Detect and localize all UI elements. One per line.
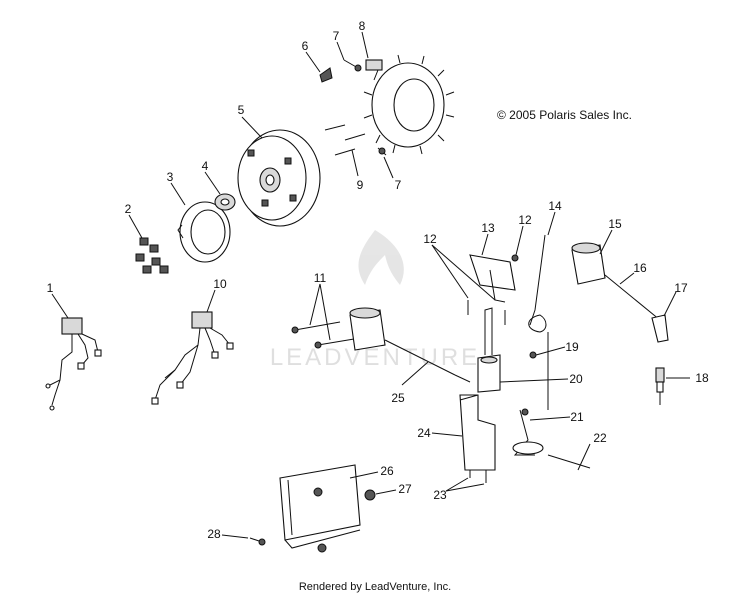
copyright-text: © 2005 Polaris Sales Inc. (497, 108, 632, 122)
callout-4: 4 (202, 159, 209, 173)
module-nut (364, 489, 376, 501)
callout-12-right: 12 (518, 213, 532, 227)
mounting-bracket (469, 254, 516, 303)
ignition-coil-left (349, 307, 471, 383)
leadventure-watermark: LEADVENTURE (270, 230, 480, 371)
callout-9: 9 (357, 178, 364, 192)
screw-upper (343, 59, 362, 72)
module-screw (249, 537, 266, 546)
callout-23: 23 (433, 488, 447, 502)
ignition-coil-right (571, 242, 661, 321)
spark-plug (655, 367, 665, 405)
leader-lines (51, 31, 690, 539)
harness-connector (61, 317, 83, 335)
stator-bolts (324, 124, 366, 156)
callout-24: 24 (417, 426, 431, 440)
callout-5: 5 (238, 103, 245, 117)
callout-8: 8 (359, 19, 366, 33)
lower-bracket (459, 394, 496, 471)
callout-19: 19 (565, 340, 579, 354)
callout-6: 6 (302, 39, 309, 53)
wire-clip (319, 67, 333, 83)
footer-text: Rendered by LeadVenture, Inc. (299, 581, 451, 593)
stator (363, 54, 455, 155)
linkage-rod (512, 441, 591, 469)
spark-plug-cap (651, 314, 669, 343)
callout-17: 17 (674, 281, 688, 295)
starter-cup (177, 201, 231, 263)
flame-icon (358, 230, 404, 285)
callout-labels: 1 2 3 4 5 6 7 7 8 9 10 11 12 12 13 14 15… (47, 19, 709, 541)
wiring-harness-left (45, 317, 102, 411)
wiring-harness-center (151, 311, 234, 405)
callout-2: 2 (125, 202, 132, 216)
screw-lower (377, 147, 387, 156)
cdi-module (279, 464, 361, 553)
callout-1: 1 (47, 281, 54, 295)
callout-20: 20 (569, 372, 583, 386)
callout-15: 15 (608, 217, 622, 231)
callout-26: 26 (380, 464, 394, 478)
callout-7-lower: 7 (395, 178, 402, 192)
callout-11: 11 (314, 271, 327, 285)
callout-28: 28 (207, 527, 221, 541)
callout-7-upper: 7 (333, 29, 340, 43)
flywheel-nut (214, 193, 236, 211)
callout-10: 10 (213, 277, 227, 291)
callout-27: 27 (398, 482, 412, 496)
callout-12-left: 12 (423, 232, 437, 246)
callout-21: 21 (570, 410, 584, 424)
callout-16: 16 (633, 261, 647, 275)
throttle-cable (528, 234, 549, 410)
callout-22: 22 (593, 431, 607, 445)
callout-14: 14 (548, 199, 562, 213)
callout-3: 3 (167, 170, 174, 184)
flywheel (237, 129, 321, 227)
throttle-block (477, 307, 501, 393)
nuts-group (135, 237, 169, 274)
small-bolt (529, 351, 537, 359)
callout-25: 25 (391, 391, 405, 405)
watermark-text: LEADVENTURE (270, 344, 480, 371)
callout-18: 18 (695, 371, 709, 385)
bracket-screws (467, 254, 519, 325)
callout-13: 13 (481, 221, 495, 235)
